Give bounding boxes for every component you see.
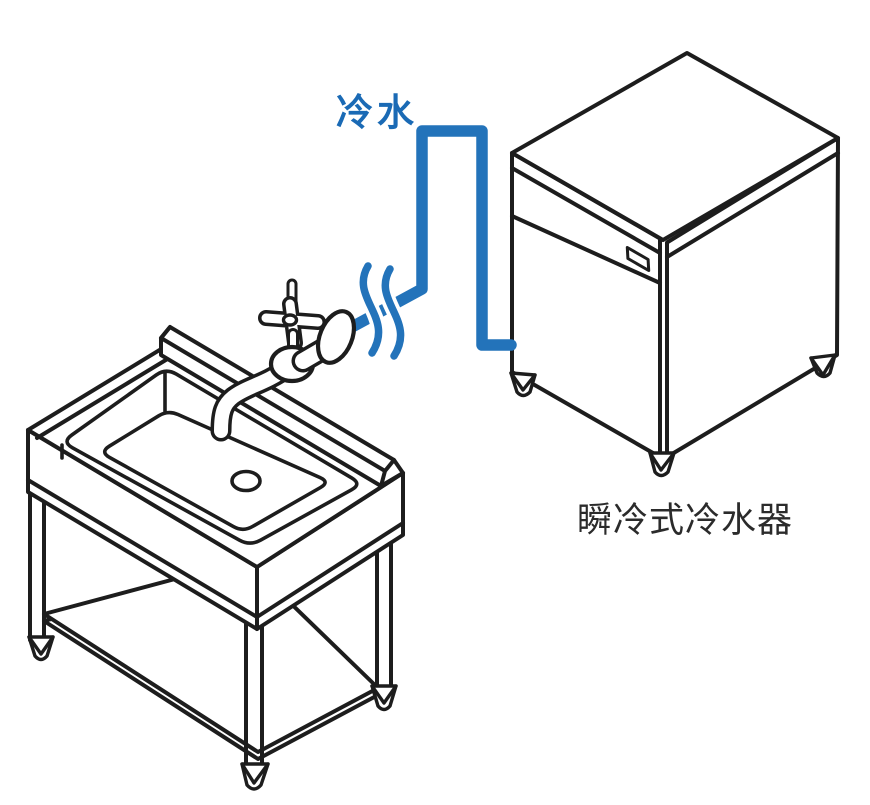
unit-lid-edge-left <box>510 166 662 255</box>
appliance-label: 瞬冷式冷水器 <box>577 501 794 541</box>
faucet <box>210 278 357 442</box>
sink-unit <box>26 325 405 791</box>
water-chiller-unit <box>509 51 840 478</box>
cold-water-pipe <box>346 125 517 364</box>
sink-basin <box>60 369 359 545</box>
sink-backsplash <box>159 325 405 488</box>
sink-leg-right <box>370 534 398 712</box>
faucet-flange <box>315 309 357 365</box>
sink-rim-inner-line <box>35 350 181 440</box>
drain <box>230 469 262 493</box>
sink-leg-front <box>240 616 270 791</box>
unit-feet <box>509 353 837 478</box>
pipe-break-marks <box>355 258 408 364</box>
unit-lid-edge-right <box>665 151 840 259</box>
unit-badge <box>625 246 651 272</box>
unit-top-face <box>510 51 840 242</box>
sink-leg-left <box>27 490 55 662</box>
faucet-spout <box>210 358 297 442</box>
pipe-run <box>346 125 517 351</box>
pipe-label: 冷水 <box>336 91 418 134</box>
unit-panel-seam <box>510 214 662 285</box>
